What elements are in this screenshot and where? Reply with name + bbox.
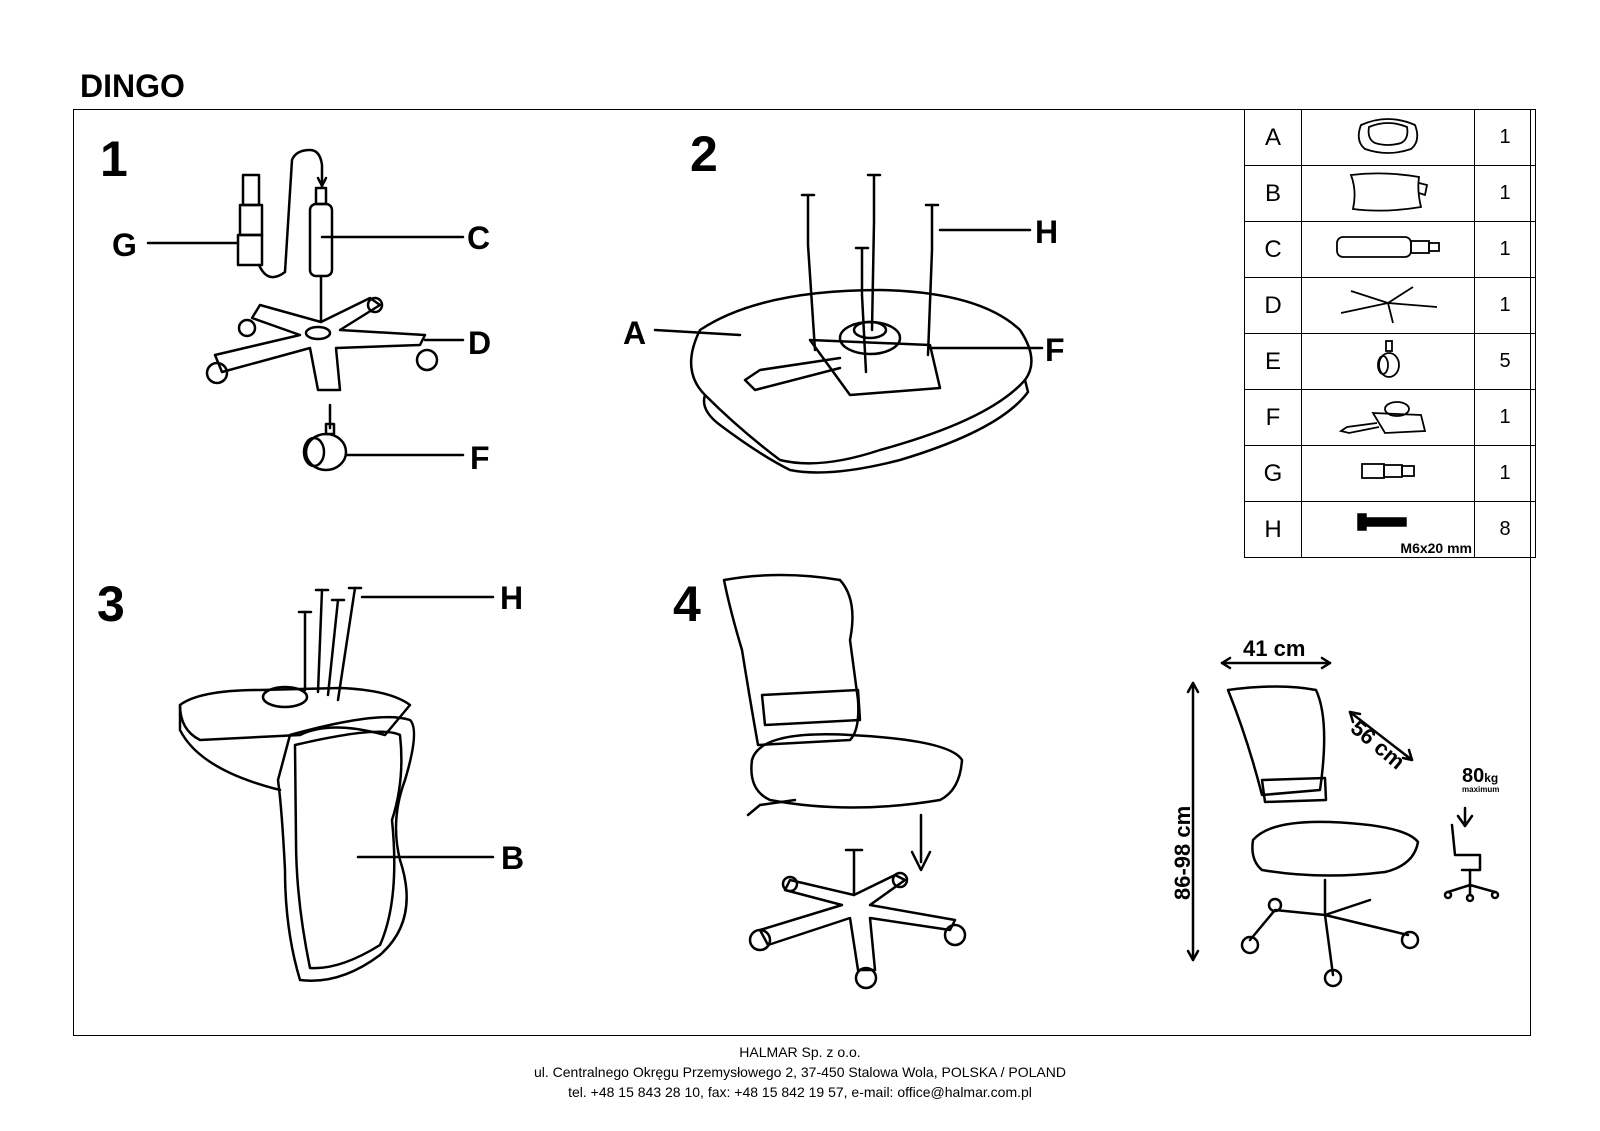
- caster-icon: [1301, 333, 1475, 390]
- part-qty: 8: [1474, 501, 1536, 558]
- step3-label-b: B: [501, 840, 525, 876]
- part-qty: 5: [1474, 333, 1536, 390]
- part-qty: 1: [1474, 445, 1536, 502]
- step1-label-d: D: [468, 325, 492, 361]
- max-load-unit: kg: [1484, 771, 1499, 785]
- part-row-h: H M6x20 mm 8: [1244, 501, 1536, 558]
- step1-illustration: [146, 148, 465, 472]
- part-qty: 1: [1474, 165, 1536, 222]
- width-dimension: 41 cm: [1243, 636, 1306, 661]
- dimension-illustration: [1186, 656, 1500, 988]
- step2-label-f: F: [1045, 332, 1065, 368]
- backrest-icon: [1301, 165, 1475, 222]
- part-row-e: E 5: [1244, 333, 1536, 390]
- step-number-1: 1: [100, 131, 128, 187]
- step1-label-f: F: [470, 440, 490, 476]
- part-qty: 1: [1474, 389, 1536, 446]
- step2-label-h: H: [1035, 214, 1059, 250]
- screw-icon: M6x20 mm: [1301, 501, 1475, 558]
- part-letter: G: [1244, 445, 1302, 502]
- instructions-frame: [73, 109, 1531, 1036]
- step3-label-h: H: [500, 580, 524, 616]
- document-title: DINGO: [80, 68, 185, 104]
- step-number-4: 4: [673, 576, 701, 632]
- height-dimension: 86-98 cm: [1170, 805, 1195, 900]
- max-load-value: 80: [1462, 765, 1485, 787]
- max-load-label: 80kg maximum: [1462, 765, 1499, 794]
- step2-illustration: [653, 173, 1044, 474]
- footer-company: HALMAR Sp. z o.o.: [739, 1044, 861, 1060]
- step2-label-a: A: [623, 315, 647, 351]
- footer-address: ul. Centralnego Okręgu Przemysłowego 2, …: [533, 1064, 1066, 1080]
- part-row-c: C 1: [1244, 221, 1536, 278]
- step-number-2: 2: [690, 126, 718, 182]
- part-row-a: A 1: [1244, 109, 1536, 166]
- mechanism-icon: [1301, 389, 1475, 446]
- step-number-3: 3: [97, 576, 125, 632]
- part-letter: D: [1244, 277, 1302, 334]
- part-letter: E: [1244, 333, 1302, 390]
- part-letter: C: [1244, 221, 1302, 278]
- part-qty: 1: [1474, 277, 1536, 334]
- step3-illustration: [178, 586, 495, 982]
- parts-list-table: A 1 B 1 C 1 D 1 E 5 F 1: [1244, 109, 1536, 558]
- company-footer: HALMAR Sp. z o.o. ul. Centralnego Okręgu…: [0, 1042, 1600, 1102]
- footer-contact: tel. +48 15 843 28 10, fax: +48 15 842 1…: [568, 1084, 1032, 1100]
- part-letter: B: [1244, 165, 1302, 222]
- gas-lift-icon: [1301, 221, 1475, 278]
- part-row-d: D 1: [1244, 277, 1536, 334]
- part-row-f: F 1: [1244, 389, 1536, 446]
- max-load-caption: maximum: [1462, 785, 1500, 794]
- part-row-g: G 1: [1244, 445, 1536, 502]
- lift-cover-icon: [1301, 445, 1475, 502]
- part-qty: 1: [1474, 221, 1536, 278]
- step1-label-c: C: [467, 220, 491, 256]
- part-row-b: B 1: [1244, 165, 1536, 222]
- seat-icon: [1301, 109, 1475, 166]
- step1-label-g: G: [112, 227, 137, 263]
- part-letter: F: [1244, 389, 1302, 446]
- step4-illustration: [722, 573, 967, 990]
- star-base-icon: [1301, 277, 1475, 334]
- screw-spec: M6x20 mm: [1400, 540, 1472, 556]
- part-letter: H: [1244, 501, 1302, 558]
- part-letter: A: [1244, 109, 1302, 166]
- part-qty: 1: [1474, 109, 1536, 166]
